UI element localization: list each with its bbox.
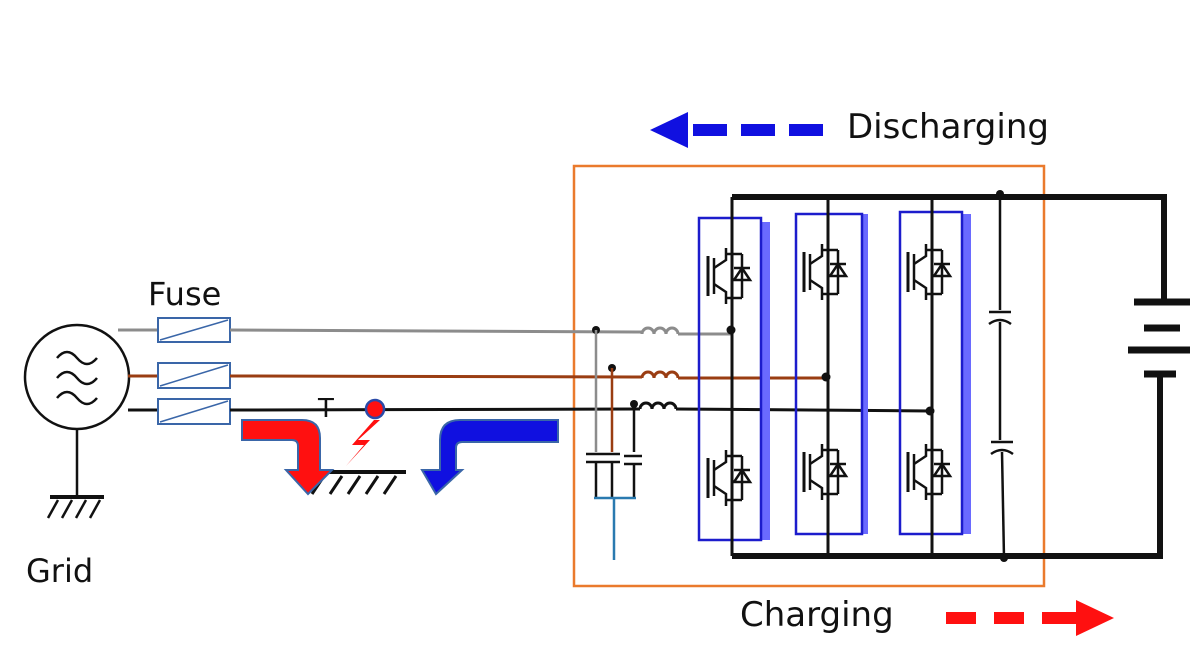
- igbt-icon: [802, 242, 848, 302]
- inductor-icon: [640, 370, 826, 380]
- capacitor-icon: [586, 452, 642, 498]
- phase-a-line: [229, 328, 643, 334]
- discharging-arrow: [650, 112, 823, 148]
- filter-neutral: [594, 496, 636, 560]
- fault-point-label: T: [317, 394, 334, 424]
- fault-point: [364, 398, 386, 420]
- inductor-icon: [640, 326, 732, 336]
- igbt-leg-2: [794, 197, 868, 556]
- fault-current-discharge-arrow: [420, 419, 559, 496]
- phase-b-line: [229, 374, 643, 379]
- fuse-icon: [157, 398, 231, 425]
- capacitor-icon: [988, 194, 1014, 559]
- igbt-icon: [906, 242, 952, 302]
- igbt-icon: [706, 448, 752, 508]
- ac-source-icon: [23, 323, 131, 496]
- igbt-leg-3: [898, 197, 971, 556]
- inductor-icon: [638, 401, 931, 413]
- fault-lightning-icon: [346, 420, 380, 466]
- discharging-label: Discharging: [847, 107, 1049, 147]
- fuse-icon: [157, 362, 231, 389]
- grid-label: Grid: [26, 552, 93, 590]
- igbt-icon: [802, 442, 848, 502]
- converter-enclosure: [572, 164, 1046, 588]
- ground-icon: [46, 495, 104, 519]
- fault-current-charge-arrow: [241, 419, 335, 496]
- phase-c-line: [229, 407, 641, 412]
- charging-arrow: [946, 600, 1114, 636]
- dc-positive-bus: [732, 194, 1167, 300]
- igbt-icon: [906, 442, 952, 502]
- fault-ground-icon: [310, 470, 406, 495]
- charging-label: Charging: [740, 595, 894, 635]
- fuse-icon: [157, 317, 231, 343]
- igbt-leg-1: [697, 197, 770, 556]
- dc-negative-bus: [732, 374, 1163, 559]
- igbt-icon: [706, 246, 752, 306]
- battery-icon: [1128, 298, 1190, 378]
- fuse-label: Fuse: [148, 275, 221, 313]
